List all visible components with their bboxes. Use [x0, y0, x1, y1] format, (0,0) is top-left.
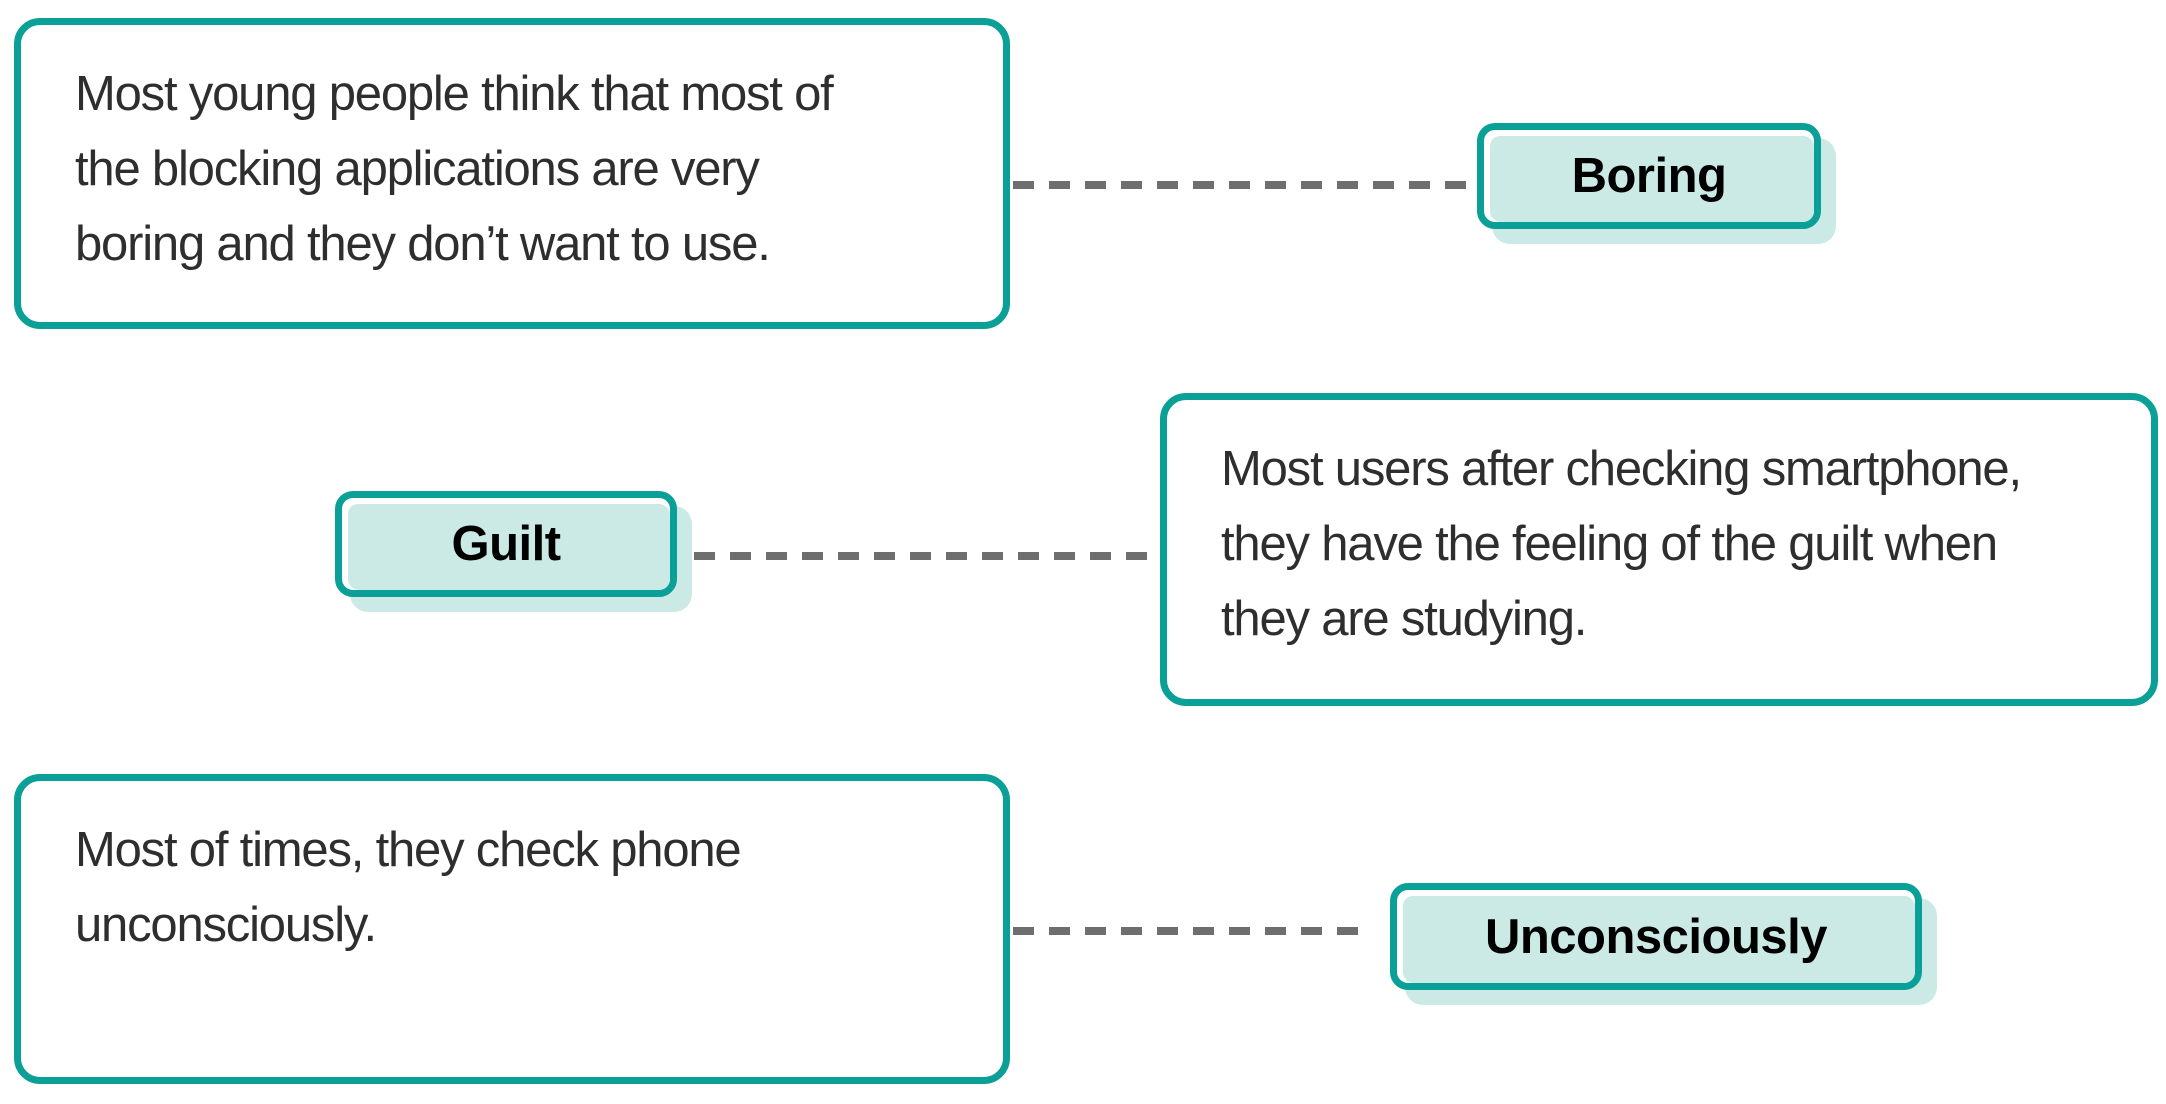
note-text-line: boring and they don’t want to use.	[75, 217, 771, 271]
note-text-line: Most young people think that most of	[75, 67, 834, 121]
tag-unconsciously: Unconsciously	[1390, 883, 1922, 990]
note-text-line: unconsciously.	[75, 898, 377, 952]
note-text-line: Most of times, they check phone	[75, 823, 742, 877]
connector-dashed-line-guilt	[694, 552, 1154, 560]
connector-dashed-line-boring	[1013, 181, 1471, 189]
note-text-line: they have the feeling of the guilt when	[1221, 517, 1998, 571]
note-text-line: they are studying.	[1221, 592, 1587, 646]
tag-label: Guilt	[451, 517, 561, 571]
tag-boring: Boring	[1477, 123, 1821, 229]
note-card-unconsciously: Most of times, they check phone unconsci…	[14, 774, 1010, 1084]
note-text-line: Most users after checking smartphone,	[1221, 442, 2022, 496]
note-card-guilt: Most users after checking smartphone, th…	[1160, 393, 2158, 706]
note-card-boring: Most young people think that most of the…	[14, 18, 1010, 329]
note-text-line: the blocking applications are very	[75, 142, 760, 196]
connector-dashed-line-unconsciously	[1013, 927, 1369, 935]
tag-guilt: Guilt	[335, 491, 677, 597]
tag-label: Boring	[1571, 149, 1727, 203]
tag-label: Unconsciously	[1484, 909, 1828, 964]
